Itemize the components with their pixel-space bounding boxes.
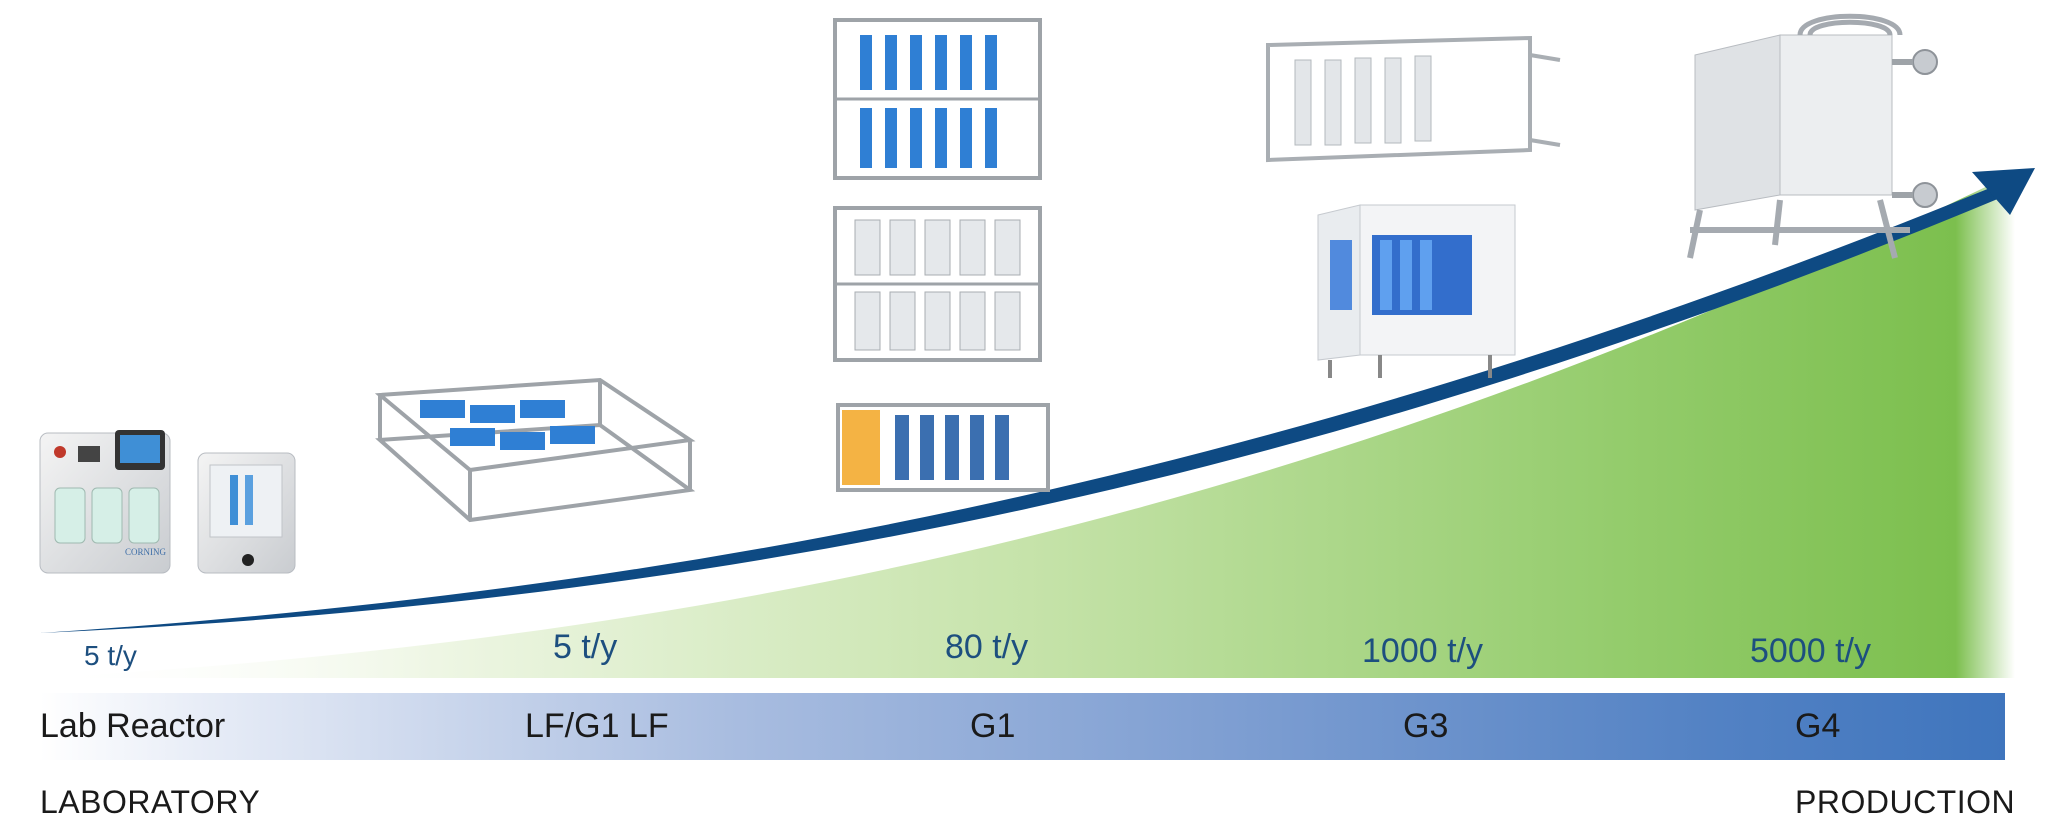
stage-label-g3: G3 — [1403, 707, 1449, 745]
lab-reactor-image-2 — [197, 452, 296, 574]
g3-cabinet-image — [1317, 204, 1516, 378]
capacity-label-g3: 1000 t/y — [1362, 632, 1483, 670]
lf-g1-reactor-image — [374, 377, 696, 523]
g1-rack-image-3 — [836, 403, 1050, 492]
capacity-label-g1: 80 t/y — [945, 628, 1029, 666]
capacity-label-lf-g1: 5 t/y — [553, 628, 618, 666]
stage-band — [40, 693, 2005, 760]
g3-frame-image — [1266, 35, 1561, 163]
capacity-label-lab: 5 t/y — [84, 640, 137, 671]
stage-label-g4: G4 — [1795, 707, 1841, 745]
stage-label-lab-reactor: Lab Reactor — [40, 707, 226, 745]
stage-label-lf-g1: LF/G1 LF — [525, 707, 669, 745]
arrow-head — [1972, 168, 2035, 215]
corning-logo: CORNING — [125, 547, 167, 557]
g1-rack-image-1 — [833, 18, 1042, 180]
stage-label-g1: G1 — [970, 707, 1016, 745]
footer-production: PRODUCTION — [1795, 784, 2016, 820]
footer-laboratory: LABORATORY — [40, 784, 261, 820]
capacity-label-g4: 5000 t/y — [1750, 632, 1871, 670]
g4-reactor-image — [1687, 13, 1938, 259]
growth-area — [40, 180, 2015, 678]
g1-rack-image-2 — [833, 206, 1042, 362]
lab-reactor-image-1: CORNING — [39, 430, 171, 574]
